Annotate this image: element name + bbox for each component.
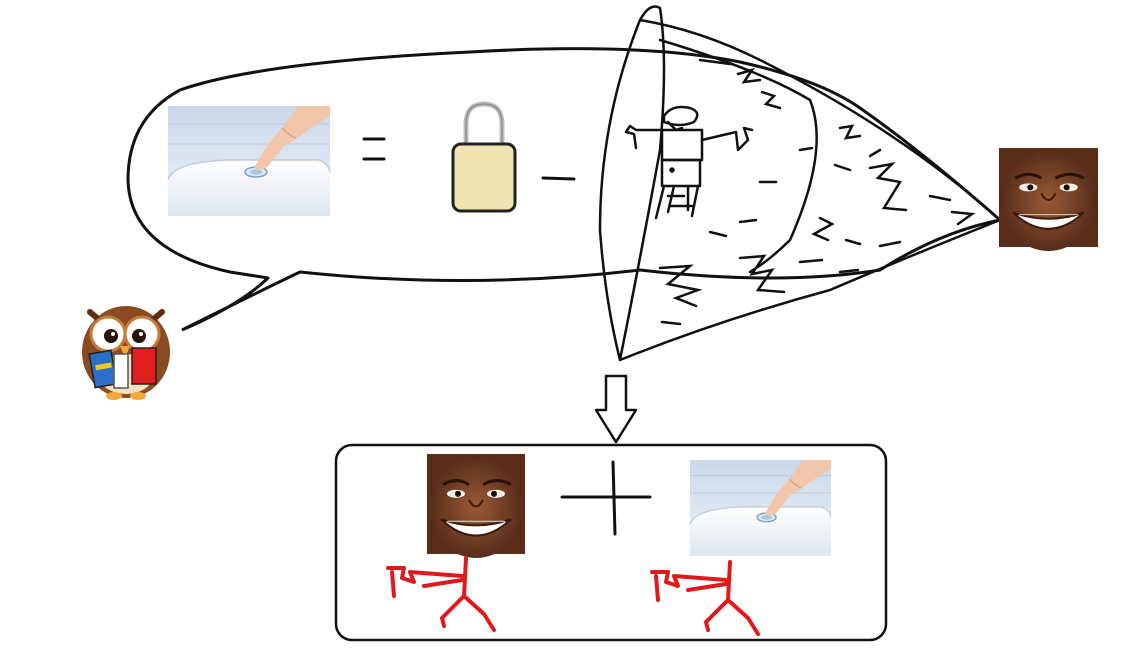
speech-bubble <box>126 47 1002 332</box>
down-arrow <box>594 374 638 444</box>
cone-sketch <box>598 5 1003 362</box>
laughing-face-photo <box>997 146 1100 253</box>
stick-figure-on-toilet <box>624 105 754 220</box>
result-toilet-flush-photo <box>689 459 832 557</box>
padlock-icon <box>451 101 517 213</box>
result-face-photo <box>425 452 527 560</box>
equals-sign <box>362 137 386 161</box>
toilet-flush-photo <box>167 105 331 217</box>
plus-sign <box>560 460 652 536</box>
minus-sign <box>541 176 576 181</box>
owl-with-books-icon <box>74 300 177 403</box>
